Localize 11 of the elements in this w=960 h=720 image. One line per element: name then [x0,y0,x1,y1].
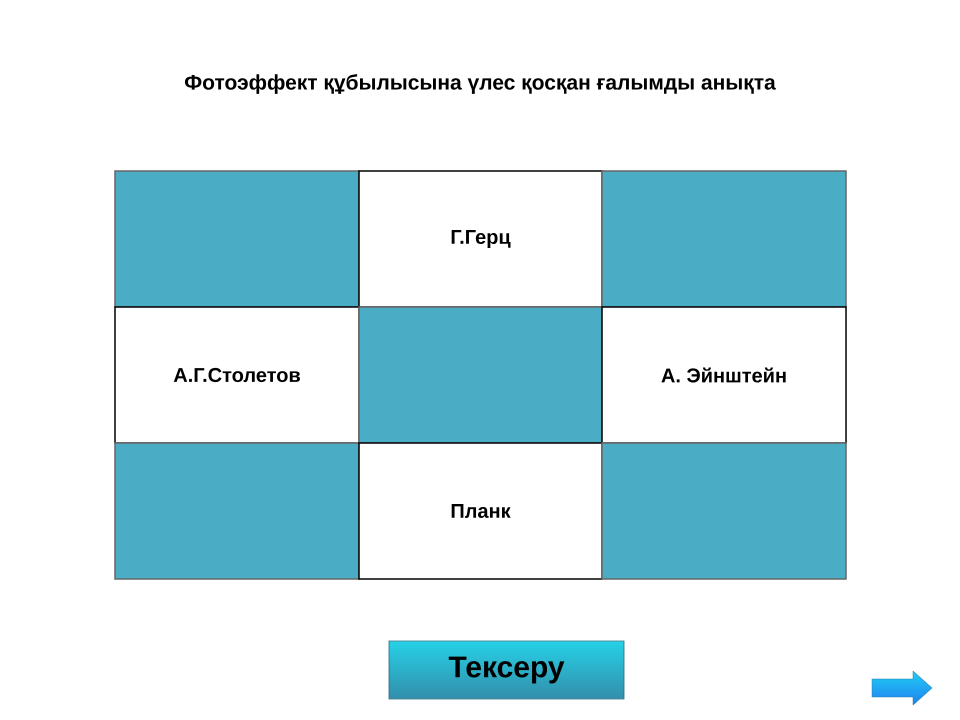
title: Фотоэффект құбылысына үлес қосқан ғалымды анықта [184,74,776,94]
shaded-cell [358,306,603,444]
table-cell: А.Г.Столетов [114,306,360,444]
table-cell: А. Эйнштейн [601,306,847,444]
shaded-cell [114,170,360,308]
shaded-cell [601,442,847,580]
shaded-cell [601,170,847,308]
shaded-cell [114,442,360,580]
table-cell: Планк [358,442,603,580]
check-button: Тексеру [388,640,624,700]
table-cell: Г.Герц [358,170,603,308]
